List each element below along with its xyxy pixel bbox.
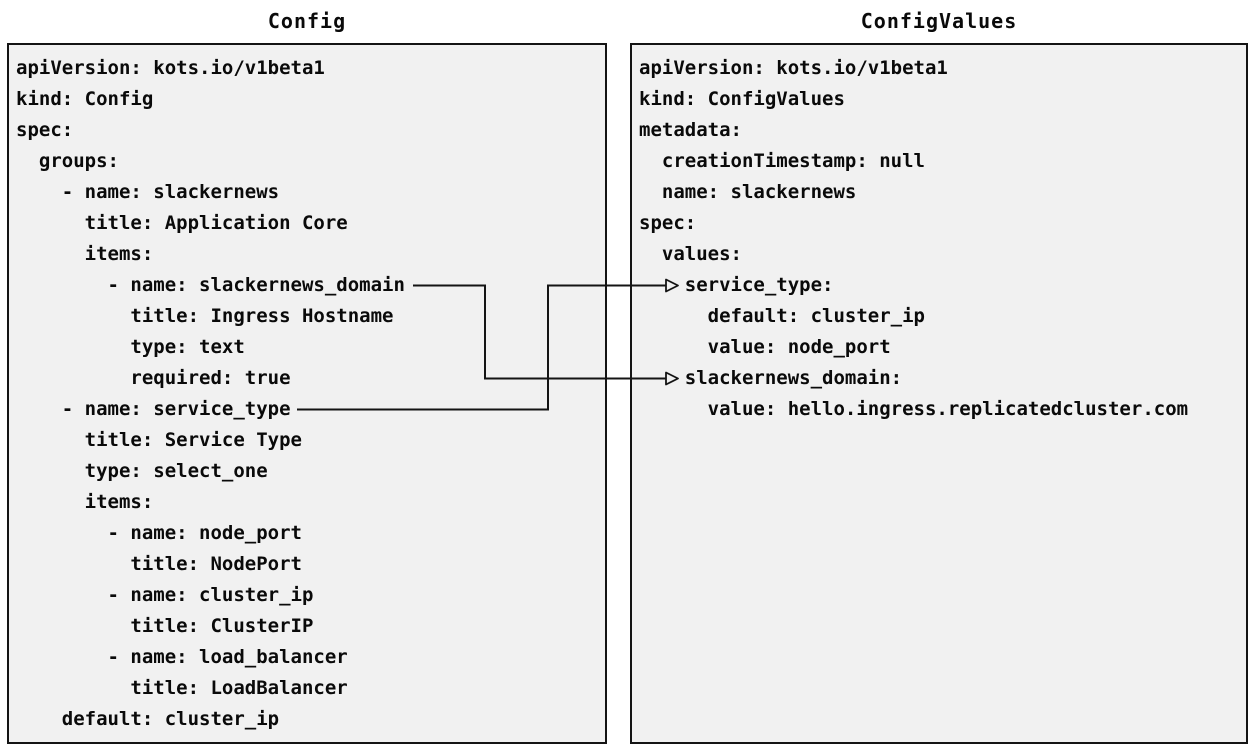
code-line: groups: — [16, 150, 119, 172]
config-panel-title: Config — [267, 9, 347, 33]
code-line: apiVersion: kots.io/v1beta1 — [16, 57, 325, 79]
config-yaml-code: apiVersion: kots.io/v1beta1 kind: Config s… — [9, 45, 605, 735]
code-line: apiVersion: kots.io/v1beta1 — [639, 57, 948, 79]
code-line: spec: — [16, 119, 74, 141]
code-line: - name: slackernews_domain — [16, 274, 405, 296]
code-line: name: slackernews — [639, 181, 857, 203]
code-line: - name: node_port — [16, 522, 302, 544]
code-line: title: ClusterIP — [16, 615, 314, 637]
code-line: title: LoadBalancer — [16, 677, 348, 699]
code-line: slackernews_domain: — [639, 367, 903, 389]
configvalues-yaml-code: apiVersion: kots.io/v1beta1 kind: ConfigV… — [632, 45, 1246, 425]
code-line: creationTimestamp: null — [639, 150, 925, 172]
code-line: service_type: — [639, 274, 834, 296]
code-line: items: — [16, 243, 154, 265]
code-line: value: hello.ingress.replicatedcluster.c… — [639, 398, 1189, 420]
code-line: - name: cluster_ip — [16, 584, 314, 606]
code-line: required: true — [16, 367, 291, 389]
code-line: title: Ingress Hostname — [16, 305, 394, 327]
code-line: items: — [16, 491, 154, 513]
code-line: metadata: — [639, 119, 742, 141]
config-panel: apiVersion: kots.io/v1beta1 kind: Config s… — [7, 43, 607, 744]
code-line: value: node_port — [639, 336, 891, 358]
code-line: default: cluster_ip — [16, 708, 280, 730]
code-line: title: NodePort — [16, 553, 302, 575]
code-line: title: Service Type — [16, 429, 302, 451]
code-line: - name: service_type — [16, 398, 291, 420]
code-line: - name: slackernews — [16, 181, 280, 203]
code-line: spec: — [639, 212, 697, 234]
code-line: values: — [639, 243, 742, 265]
code-line: type: select_one — [16, 460, 268, 482]
code-line: type: text — [16, 336, 245, 358]
code-line: kind: ConfigValues — [639, 88, 845, 110]
code-line: title: Application Core — [16, 212, 348, 234]
code-line: - name: load_balancer — [16, 646, 348, 668]
code-line: default: cluster_ip — [639, 305, 925, 327]
configvalues-panel-title: ConfigValues — [860, 9, 1018, 33]
configvalues-panel: apiVersion: kots.io/v1beta1 kind: ConfigV… — [630, 43, 1248, 744]
code-line: kind: Config — [16, 88, 154, 110]
